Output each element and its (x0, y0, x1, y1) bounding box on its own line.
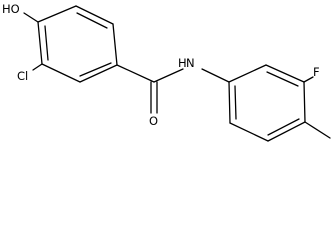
bond-c-oh (23, 12, 39, 23)
bond-b5-b6 (229, 122, 269, 142)
bond-b6-b1 (228, 81, 231, 124)
bond-b1-b2 (228, 64, 267, 83)
bond-b2-b3 (265, 64, 305, 83)
bond-a2-a3-inner (76, 12, 108, 29)
amide-nitrogen-label: N (186, 56, 195, 70)
bond-b6-b1-inner (234, 85, 237, 120)
bond-ring-carbonyl (116, 64, 155, 83)
bond-b2-b3-inner (266, 71, 299, 87)
bond-a3-a4 (112, 23, 118, 66)
amide-hydrogen-label: H (178, 56, 187, 70)
chloro-label: Cl (17, 69, 28, 83)
bond-a6-a1 (37, 21, 43, 65)
fluoro-label: F (313, 65, 320, 79)
bond-a6-a1-inner (44, 25, 49, 61)
bond-b3-b4 (303, 81, 306, 123)
bond-a1-a2 (37, 5, 77, 23)
chemical-structure-diagram: HO Cl O N H F (2, 2, 331, 142)
bond-a4-a5 (79, 64, 118, 83)
bond-b4-b5 (267, 121, 306, 142)
bond-c-cl (32, 63, 43, 71)
ring-b (228, 64, 306, 142)
bond-a2-a3 (75, 5, 114, 25)
hydroxyl-label: HO (2, 2, 20, 16)
carbonyl-oxygen-label: O (149, 114, 158, 128)
bond-b4-b5-inner (267, 118, 300, 136)
bond-a5-a6 (41, 63, 81, 83)
ring-a (37, 5, 118, 83)
bond-a4-a5-inner (79, 62, 112, 77)
bond-carbonyl-n (153, 68, 184, 83)
bond-c-f (303, 76, 314, 83)
bond-methyl (304, 121, 331, 139)
bond-n-ring (201, 68, 230, 83)
